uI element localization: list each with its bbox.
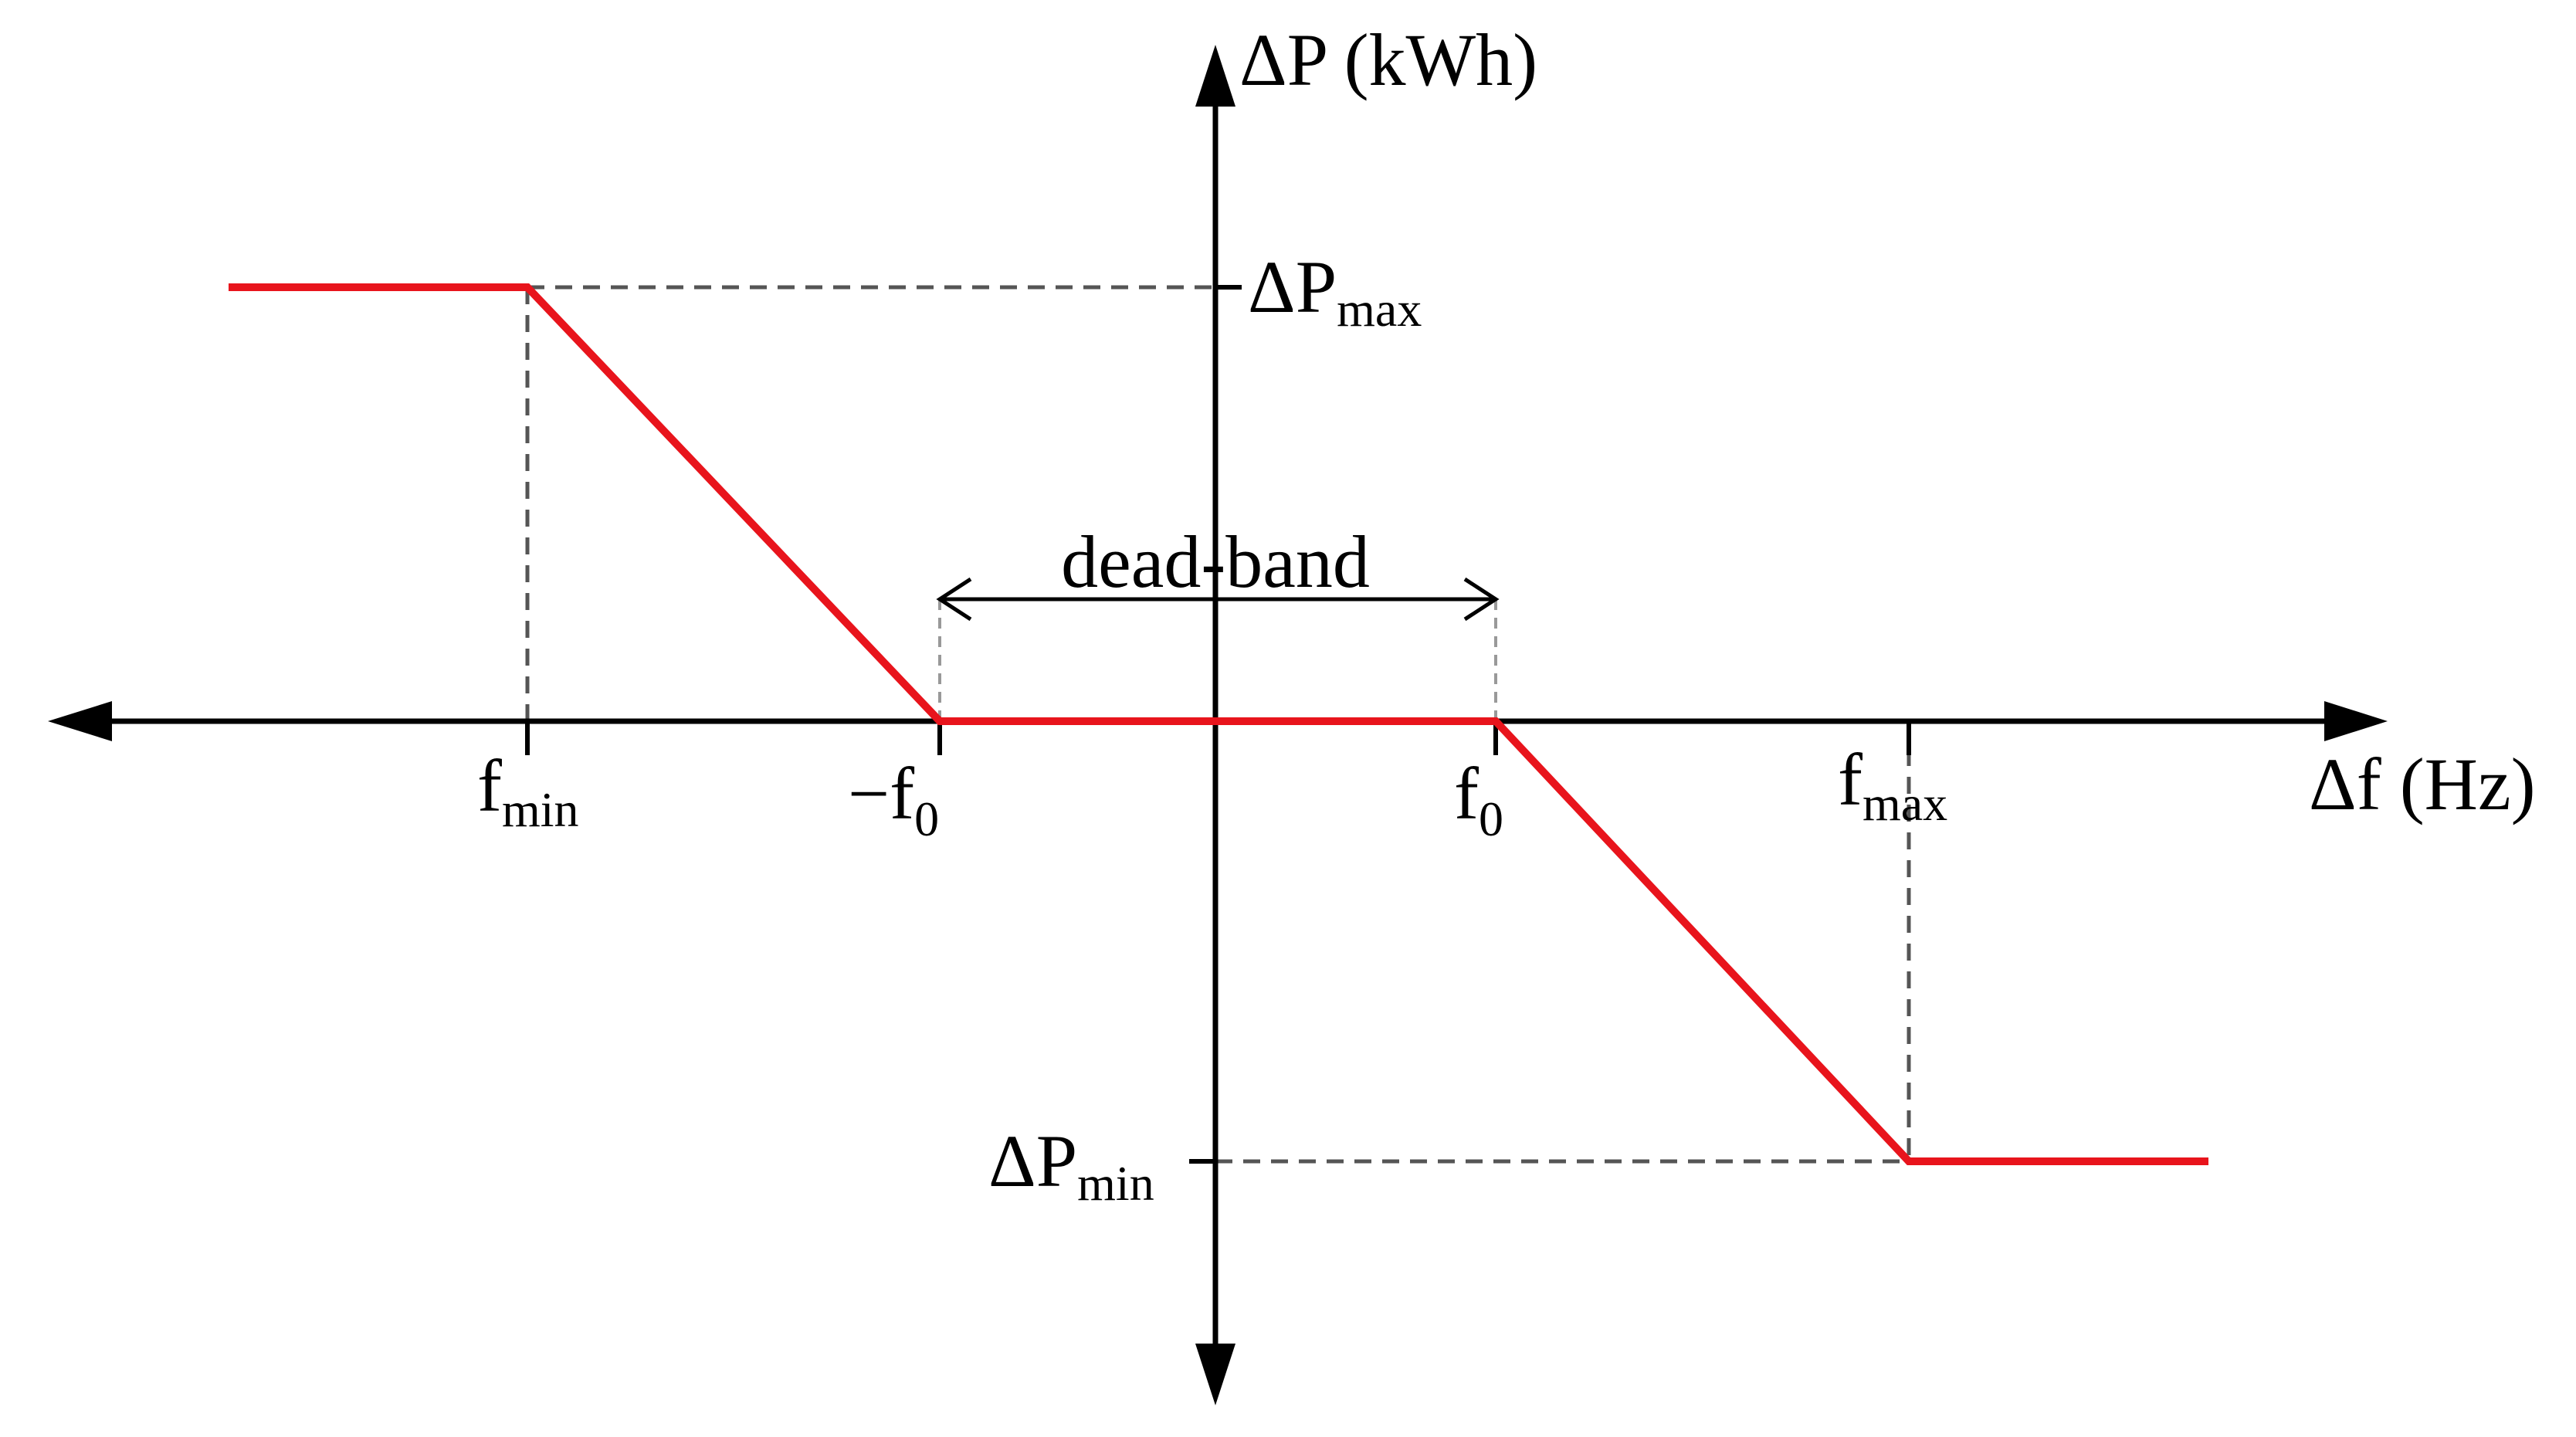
- x-axis-label: Δf (Hz): [2309, 743, 2536, 825]
- fmax-label: fmax: [1838, 738, 1947, 831]
- dead-band-right-arrowhead: [1463, 577, 1500, 622]
- dpmax-label-sub: max: [1337, 282, 1422, 337]
- dpmax-label: ΔPmax: [1248, 246, 1422, 337]
- fmin-label-main: f: [477, 744, 502, 827]
- f0-label-main: f: [1454, 752, 1479, 835]
- dead-band-label: dead-band: [1061, 520, 1370, 603]
- y-axis-top-arrowhead: [1195, 45, 1235, 107]
- x-axis-right-arrowhead: [2324, 701, 2388, 741]
- neg-f0-label-main: −f: [848, 752, 914, 835]
- f0-label-sub: 0: [1479, 791, 1503, 846]
- neg-f0-label-sub: 0: [914, 791, 939, 846]
- fmin-label-sub: min: [502, 782, 579, 837]
- dpmin-label-main: ΔP: [988, 1120, 1077, 1202]
- fmax-label-main: f: [1838, 738, 1863, 821]
- y-axis-label: ΔP (kWh): [1239, 19, 1537, 101]
- fmax-label-sub: max: [1863, 776, 1947, 831]
- dead-band-left-arrowhead: [936, 577, 972, 622]
- y-axis-bottom-arrowhead: [1195, 1344, 1235, 1405]
- x-axis-left-arrowhead: [48, 701, 112, 741]
- neg-f0-label: −f0: [848, 752, 939, 846]
- fmin-label: fmin: [477, 744, 579, 837]
- dpmin-label-sub: min: [1077, 1156, 1154, 1211]
- f0-label: f0: [1454, 752, 1503, 846]
- dpmin-label: ΔPmin: [988, 1120, 1154, 1211]
- droop-curve: [229, 283, 2208, 1165]
- dpmax-label-main: ΔP: [1248, 246, 1337, 328]
